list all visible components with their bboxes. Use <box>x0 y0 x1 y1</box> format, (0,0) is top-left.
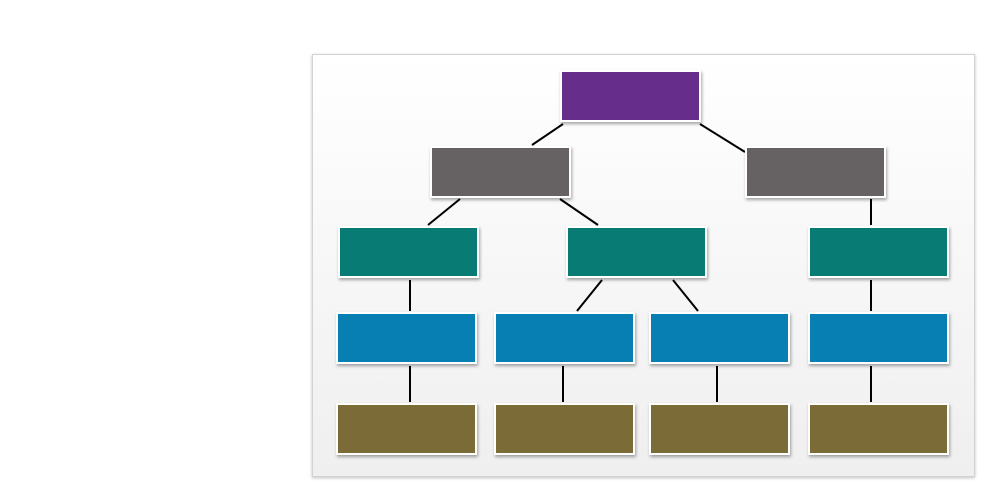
node-level2-c[interactable] <box>808 226 949 278</box>
node-level3-d[interactable] <box>808 312 949 364</box>
node-level4-d[interactable] <box>808 403 949 455</box>
node-level4-c[interactable] <box>649 403 790 455</box>
node-level2-a[interactable] <box>338 226 479 278</box>
node-level4-b[interactable] <box>494 403 635 455</box>
node-level1-right[interactable] <box>745 146 886 198</box>
node-level3-b[interactable] <box>494 312 635 364</box>
node-level3-c[interactable] <box>649 312 790 364</box>
node-level2-b[interactable] <box>566 226 707 278</box>
node-level1-left[interactable] <box>430 146 571 198</box>
node-level3-a[interactable] <box>336 312 477 364</box>
node-root[interactable] <box>560 70 701 122</box>
node-level4-a[interactable] <box>336 403 477 455</box>
